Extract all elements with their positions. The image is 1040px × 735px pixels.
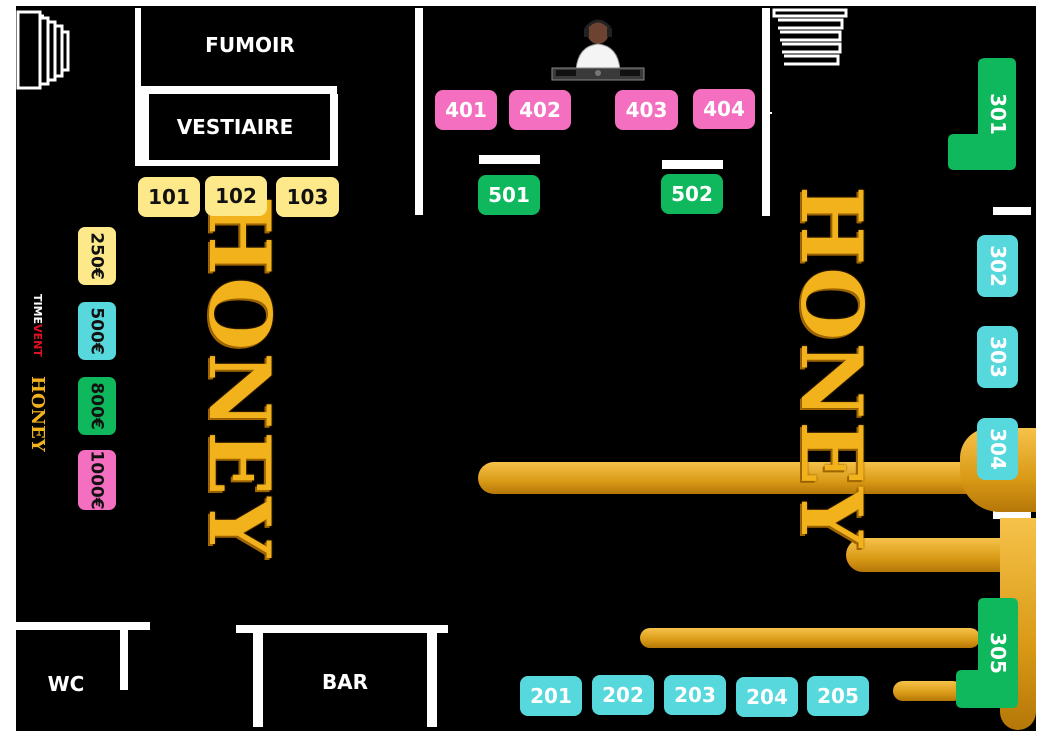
room-bar: BAR — [321, 670, 369, 694]
room-vestiaire: VESTIAIRE — [176, 115, 294, 139]
wall-dj-notch — [762, 112, 772, 114]
price-legend-item: 800€ — [78, 377, 116, 435]
wall-wc-right — [120, 622, 128, 690]
table-305[interactable]: 305 — [986, 632, 1010, 674]
table-404[interactable]: 404 — [693, 89, 755, 129]
stairs-icon — [16, 10, 70, 90]
table-402[interactable]: 402 — [509, 90, 571, 130]
room-fumoir: FUMOIR — [205, 33, 295, 57]
wall-vestiaire-right — [330, 94, 338, 166]
honey-logo: HONEY — [782, 185, 882, 549]
table-204[interactable]: 204 — [736, 677, 798, 717]
table-401[interactable]: 401 — [435, 90, 497, 130]
table-202[interactable]: 202 — [592, 675, 654, 715]
honey-drip — [478, 462, 998, 494]
stairs-icon — [772, 8, 848, 66]
wall-fumoir-left — [135, 8, 141, 166]
table-102[interactable]: 102 — [205, 176, 267, 216]
wall-bar-top — [236, 625, 448, 633]
table-203[interactable]: 203 — [664, 675, 726, 715]
table-502[interactable]: 502 — [661, 174, 723, 214]
price-legend-item: 500€ — [78, 302, 116, 360]
table-305-shape — [956, 598, 1018, 708]
table-304[interactable]: 304 — [977, 418, 1018, 480]
table-403[interactable]: 403 — [615, 90, 678, 130]
wall-dj-left — [415, 8, 423, 215]
table-303[interactable]: 303 — [977, 326, 1018, 388]
barrier-501 — [479, 155, 540, 164]
room-wc: WC — [47, 672, 85, 696]
price-legend-item: 1000€ — [78, 450, 116, 510]
wall-vestiaire-left — [141, 94, 149, 166]
barrier-502 — [662, 160, 723, 169]
honey-drip — [893, 681, 963, 701]
table-201[interactable]: 201 — [520, 676, 582, 716]
wall-vestiaire-top — [141, 86, 337, 94]
honey-drip — [640, 628, 980, 648]
table-302[interactable]: 302 — [977, 235, 1018, 297]
honey-small-logo: HONEY — [27, 376, 48, 452]
wall-bar-left — [253, 625, 263, 727]
table-301-shape — [948, 58, 1016, 170]
timevent-logo: TIMEVENT — [31, 294, 44, 357]
wall-vestiaire-bottom — [141, 160, 338, 166]
table-301[interactable]: 301 — [986, 93, 1010, 135]
wall-left — [12, 4, 16, 731]
table-101[interactable]: 101 — [138, 177, 200, 217]
barrier-right-top — [993, 207, 1031, 215]
wall-wc-top — [12, 622, 150, 630]
table-501[interactable]: 501 — [478, 175, 540, 215]
table-205[interactable]: 205 — [807, 676, 869, 716]
barrier-right-bottom — [993, 511, 1031, 519]
table-103[interactable]: 103 — [276, 177, 339, 217]
wall-bar-right — [427, 625, 437, 727]
price-legend-item: 250€ — [78, 227, 116, 285]
dj-booth-icon — [551, 19, 645, 81]
